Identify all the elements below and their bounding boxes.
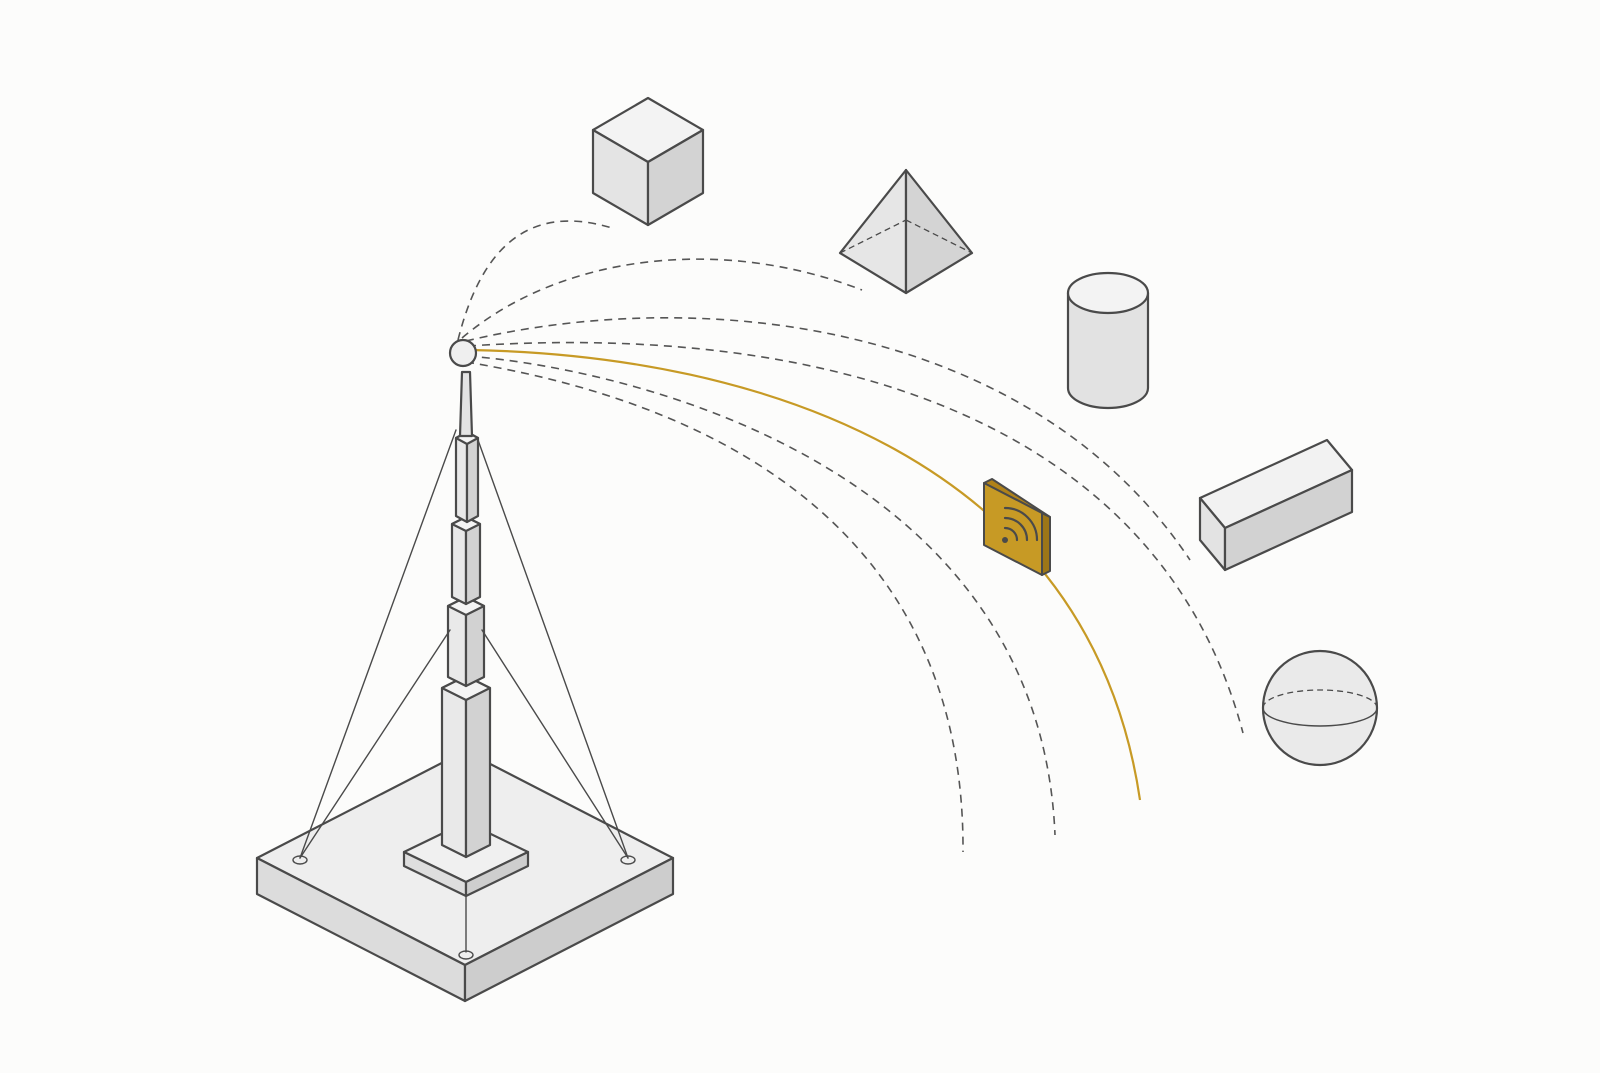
tower-mast — [440, 370, 492, 859]
signal-paths — [457, 220, 1244, 853]
tower-plinth — [402, 820, 530, 898]
wifi-receiver-panel — [983, 478, 1051, 576]
guy-wire-anchors — [292, 855, 636, 960]
signal-path-to-pyramid — [461, 258, 863, 339]
sphere-target — [1261, 649, 1379, 767]
signal-path-to-sphere — [467, 341, 1244, 734]
cube-target — [591, 96, 705, 227]
wifi-icon — [1002, 506, 1039, 543]
box-target — [1198, 438, 1354, 572]
signal-path-outer-arc — [467, 355, 1056, 836]
antenna-emitter — [448, 338, 478, 368]
signal-path-to-cube — [457, 220, 613, 341]
signal-path-to-box — [465, 316, 1191, 561]
cylinder-target — [1066, 271, 1150, 410]
highlighted-signal-path — [469, 348, 1142, 801]
guy-wires — [299, 429, 629, 859]
pyramid-target — [838, 168, 974, 295]
antenna-tower — [255, 338, 675, 1003]
signal-path-inner-arc — [465, 361, 964, 853]
